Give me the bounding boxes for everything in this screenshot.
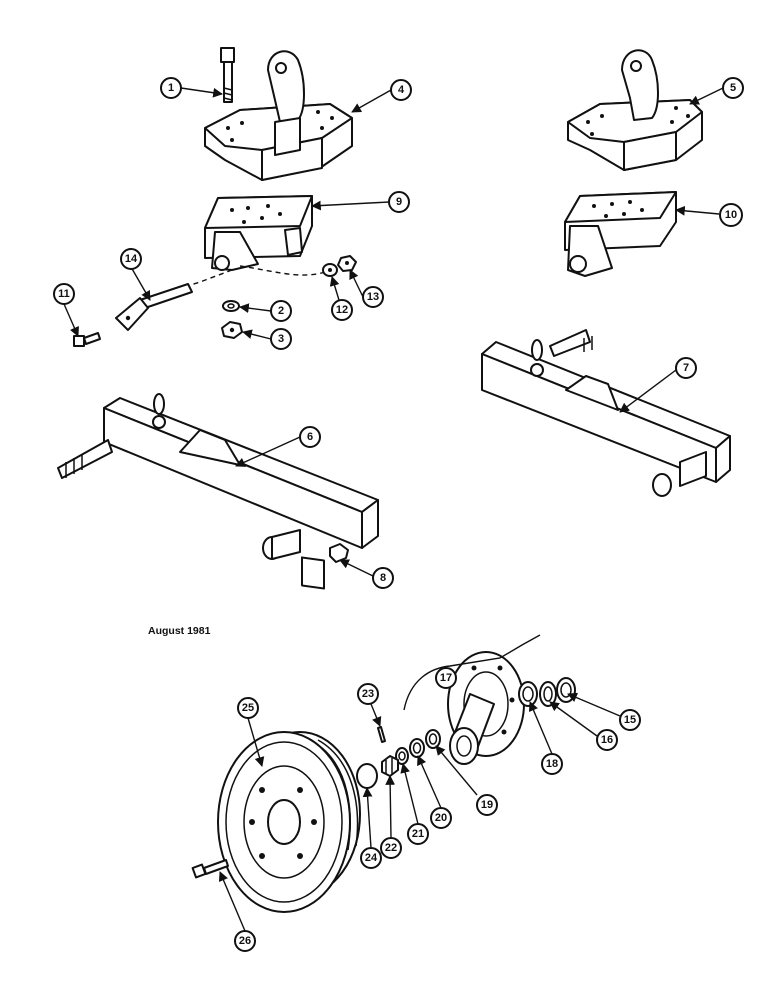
svg-text:21: 21 bbox=[412, 828, 424, 840]
svg-text:18: 18 bbox=[546, 758, 558, 770]
callout-18: 18 bbox=[541, 753, 563, 775]
svg-text:25: 25 bbox=[242, 702, 254, 714]
svg-text:1: 1 bbox=[168, 82, 174, 94]
svg-text:13: 13 bbox=[367, 291, 379, 303]
cup-15 bbox=[556, 677, 576, 703]
callout-12: 12 bbox=[331, 299, 353, 321]
svg-text:4: 4 bbox=[398, 84, 405, 96]
svg-text:7: 7 bbox=[683, 362, 689, 374]
svg-text:9: 9 bbox=[396, 196, 402, 208]
svg-text:24: 24 bbox=[365, 852, 378, 864]
svg-text:12: 12 bbox=[336, 304, 348, 316]
svg-text:23: 23 bbox=[362, 688, 374, 700]
callout-26: 26 bbox=[234, 930, 256, 952]
leader-lines bbox=[63, 87, 724, 932]
callout-22: 22 bbox=[380, 837, 402, 859]
callout-9: 9 bbox=[388, 191, 410, 213]
callout-2: 2 bbox=[270, 300, 292, 322]
callout-16: 16 bbox=[596, 729, 618, 751]
svg-text:15: 15 bbox=[624, 714, 636, 726]
axle-beam-6 bbox=[57, 393, 379, 590]
svg-text:17: 17 bbox=[440, 672, 452, 684]
hitch-bracket-5 bbox=[567, 49, 703, 171]
svg-text:5: 5 bbox=[730, 82, 736, 94]
hitch-bracket-4 bbox=[204, 50, 353, 181]
nut-8 bbox=[329, 543, 349, 563]
mount-plate-9 bbox=[204, 195, 313, 271]
wheel-hub-17 bbox=[447, 651, 525, 765]
callout-13: 13 bbox=[362, 286, 384, 308]
svg-text:3: 3 bbox=[278, 333, 284, 345]
svg-text:8: 8 bbox=[380, 572, 386, 584]
callout-23: 23 bbox=[357, 683, 379, 705]
callout-25: 25 bbox=[237, 697, 259, 719]
callout-7: 7 bbox=[675, 357, 697, 379]
svg-text:19: 19 bbox=[481, 799, 493, 811]
wheel-bolt-26 bbox=[191, 859, 229, 879]
callout-6: 6 bbox=[299, 426, 321, 448]
bearing-20 bbox=[409, 738, 425, 758]
callout-10: 10 bbox=[719, 203, 743, 227]
svg-text:11: 11 bbox=[58, 288, 70, 300]
callout-17: 17 bbox=[435, 667, 457, 689]
date-caption: August 1981 bbox=[148, 625, 211, 637]
svg-text:20: 20 bbox=[435, 812, 447, 824]
mount-plate-10 bbox=[564, 191, 677, 277]
callout-5: 5 bbox=[722, 77, 744, 99]
svg-text:6: 6 bbox=[307, 431, 313, 443]
wheel-rim-25 bbox=[217, 731, 361, 913]
cotter-pin-23 bbox=[377, 726, 386, 743]
svg-text:22: 22 bbox=[385, 842, 397, 854]
cup-19 bbox=[425, 729, 441, 749]
dust-cap-24 bbox=[356, 763, 378, 789]
callout-19: 19 bbox=[476, 794, 498, 816]
seal-18 bbox=[518, 681, 538, 707]
callouts: 1 2 3 4 5 6 7 8 9 10 11 12 13 14 15 16 1… bbox=[53, 77, 744, 952]
bolt-11 bbox=[73, 332, 101, 347]
svg-text:26: 26 bbox=[239, 935, 251, 947]
callout-8: 8 bbox=[372, 567, 394, 589]
svg-text:16: 16 bbox=[601, 734, 613, 746]
bolt-1 bbox=[220, 47, 235, 103]
callout-20: 20 bbox=[430, 807, 452, 829]
axle-beam-7 bbox=[481, 329, 731, 497]
pin-14 bbox=[115, 283, 193, 331]
svg-text:2: 2 bbox=[278, 305, 284, 317]
callout-4: 4 bbox=[390, 79, 412, 101]
hub-bracket bbox=[403, 634, 541, 711]
callout-21: 21 bbox=[407, 823, 429, 845]
callout-3: 3 bbox=[270, 328, 292, 350]
callout-14: 14 bbox=[120, 248, 142, 270]
callout-1: 1 bbox=[160, 77, 182, 99]
svg-text:14: 14 bbox=[125, 253, 138, 265]
bearing-16 bbox=[539, 681, 557, 707]
svg-text:10: 10 bbox=[725, 209, 737, 221]
callout-15: 15 bbox=[619, 709, 641, 731]
callout-11: 11 bbox=[53, 283, 75, 305]
callout-24: 24 bbox=[360, 847, 382, 869]
washer-2 bbox=[222, 300, 240, 312]
nut-22 bbox=[381, 755, 399, 777]
